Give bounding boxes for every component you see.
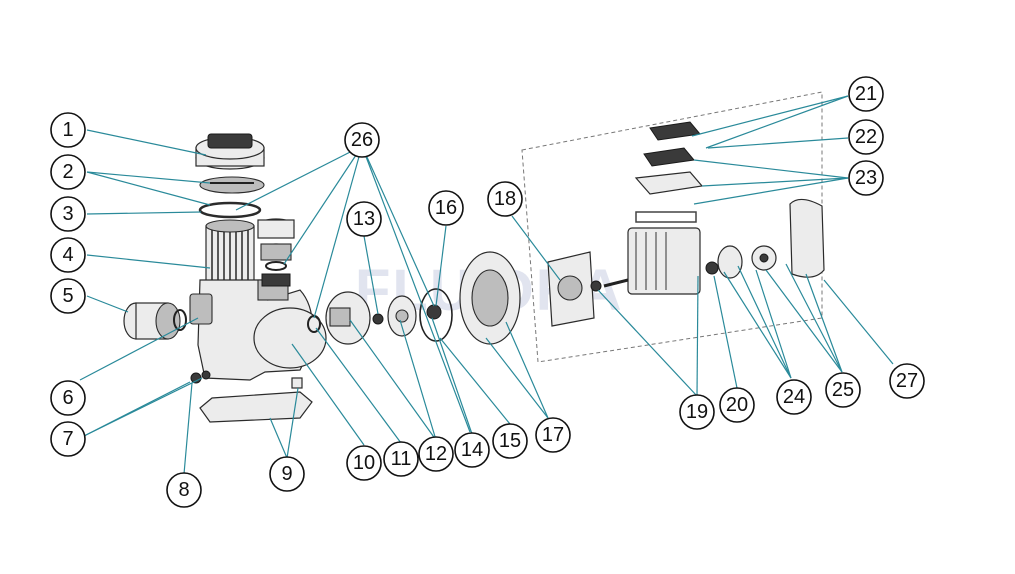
callout-21: 21: [848, 76, 884, 112]
part-diffuser: [325, 291, 371, 345]
callout-19: 19: [679, 394, 715, 430]
callout-14: 14: [454, 432, 490, 468]
part-cover-plate: [199, 176, 265, 194]
part-fan: [751, 245, 777, 271]
svg-text:10: 10: [353, 452, 375, 474]
part-small-seal: [372, 313, 384, 325]
callout-13: 13: [346, 201, 382, 237]
callout-18: 18: [487, 181, 523, 217]
callout-24: 24: [776, 379, 812, 415]
part-union-top: [257, 218, 295, 287]
callout-12: 12: [418, 436, 454, 472]
callout-10: 10: [346, 445, 382, 481]
callout-2: 2: [50, 154, 86, 190]
svg-text:5: 5: [62, 285, 73, 307]
svg-text:17: 17: [542, 424, 564, 446]
svg-text:22: 22: [855, 126, 877, 148]
callout-4: 4: [50, 237, 86, 273]
part-impeller: [387, 295, 417, 337]
svg-text:7: 7: [62, 428, 73, 450]
callout-15: 15: [492, 423, 528, 459]
svg-text:15: 15: [499, 430, 521, 452]
svg-text:12: 12: [425, 443, 447, 465]
callout-27: 27: [889, 363, 925, 399]
part-rear-bearing: [705, 245, 743, 279]
part-lid-oring: [198, 201, 262, 219]
part-basket: [205, 219, 255, 287]
part-motor-bracket: [547, 251, 595, 327]
part-base: [199, 377, 313, 423]
svg-text:24: 24: [783, 386, 805, 408]
callout-3: 3: [50, 196, 86, 232]
callout-8: 8: [166, 472, 202, 508]
svg-text:20: 20: [726, 394, 748, 416]
part-motor: [603, 211, 701, 295]
motor-group-box: [521, 91, 823, 363]
part-seal-plate: [459, 251, 521, 345]
svg-text:23: 23: [855, 167, 877, 189]
svg-text:14: 14: [461, 439, 483, 461]
svg-text:6: 6: [62, 387, 73, 409]
callout-1: 1: [50, 112, 86, 148]
svg-text:16: 16: [435, 197, 457, 219]
svg-text:4: 4: [62, 244, 73, 266]
part-pump-body: [189, 279, 327, 381]
callout-22: 22: [848, 119, 884, 155]
callout-5: 5: [50, 278, 86, 314]
part-mech-seal: [426, 304, 442, 320]
svg-text:11: 11: [391, 448, 412, 470]
leader-lines: [79, 95, 894, 475]
callout-25: 25: [825, 372, 861, 408]
svg-text:19: 19: [686, 401, 708, 423]
callout-20: 20: [719, 387, 755, 423]
svg-text:1: 1: [62, 119, 73, 141]
callout-17: 17: [535, 417, 571, 453]
svg-text:21: 21: [855, 83, 877, 105]
part-union-side: [123, 302, 187, 340]
part-fan-cover: [789, 198, 825, 278]
svg-text:18: 18: [494, 188, 516, 210]
svg-text:9: 9: [281, 463, 292, 485]
part-shaft-bearing: [590, 280, 602, 292]
svg-text:25: 25: [832, 379, 854, 401]
svg-text:13: 13: [353, 208, 375, 230]
callout-6: 6: [50, 380, 86, 416]
callout-26: 26: [344, 122, 380, 158]
svg-text:27: 27: [896, 370, 918, 392]
svg-text:3: 3: [62, 203, 73, 225]
callout-11: 11: [383, 441, 419, 477]
callout-9: 9: [269, 456, 305, 492]
svg-text:8: 8: [178, 479, 189, 501]
part-control-box: [634, 121, 704, 195]
svg-text:26: 26: [351, 129, 373, 151]
callout-7: 7: [50, 421, 86, 457]
part-lid: [195, 133, 265, 170]
callout-23: 23: [848, 160, 884, 196]
svg-text:2: 2: [62, 161, 73, 183]
callout-16: 16: [428, 190, 464, 226]
part-drain-plugs: [190, 370, 211, 384]
